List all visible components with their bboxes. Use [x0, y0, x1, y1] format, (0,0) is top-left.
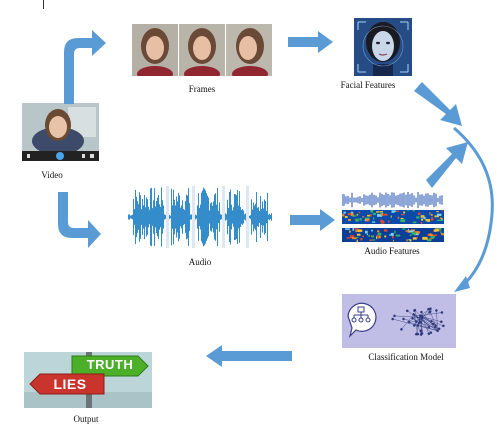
arrow-curve-to-model: [452, 124, 497, 294]
arrow-frames-to-facial: [288, 30, 334, 54]
video-label: Video: [41, 170, 63, 180]
lies-sign-text: LIES: [53, 376, 87, 392]
audio-features-label: Audio Features: [364, 246, 420, 256]
frames-label: Frames: [188, 84, 216, 94]
arrow-audiofeat-to-model: [426, 140, 470, 188]
audio-label: Audio: [188, 257, 212, 267]
output-label: Output: [73, 414, 99, 424]
arrow-facial-to-model: [414, 82, 470, 130]
facial-features-label: Facial Features: [340, 80, 396, 90]
facial-features-image: [354, 18, 412, 76]
video-thumbnail: [22, 103, 99, 161]
classification-model-image: [342, 294, 456, 348]
truth-sign-text: TRUTH: [86, 357, 134, 372]
audio-waveform: [128, 186, 272, 248]
arrow-model-to-output: [206, 344, 292, 368]
classification-model-label: Classification Model: [368, 352, 444, 362]
audio-features-image: [342, 192, 444, 244]
text-cursor: [43, 0, 44, 9]
arrow-video-to-frames: [58, 24, 108, 104]
frames-image: [132, 24, 272, 76]
arrow-audio-to-features: [290, 208, 336, 232]
output-signpost-image: TRUTH LIES: [24, 352, 152, 408]
arrow-video-to-audio: [56, 192, 102, 250]
